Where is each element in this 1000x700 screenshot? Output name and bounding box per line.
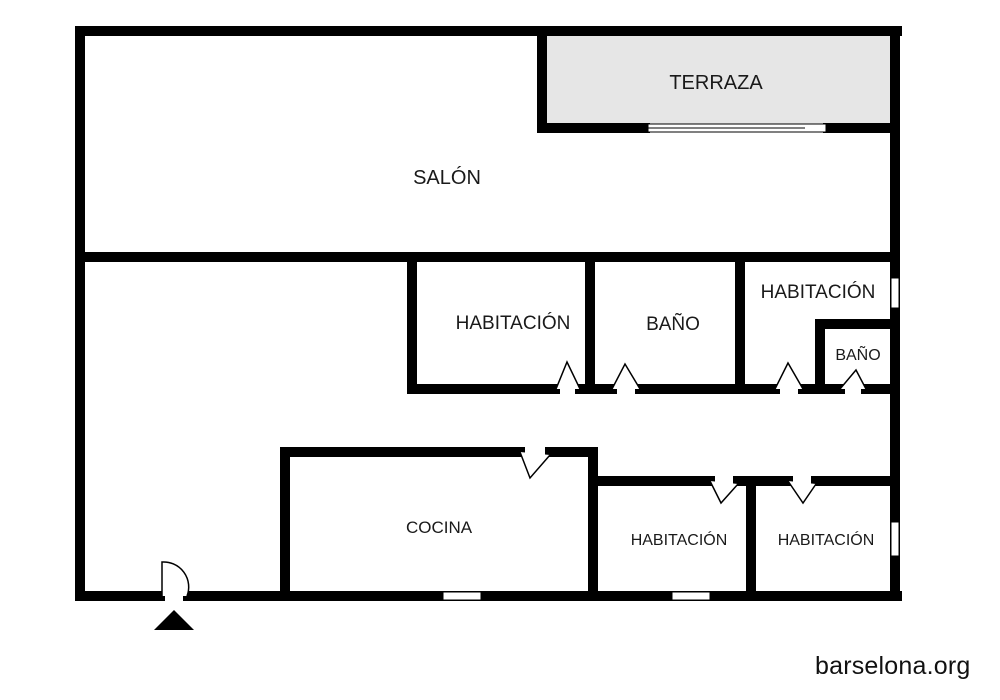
door-habitacion-4 [787,480,817,505]
door-habitacion-1 [555,360,581,390]
window-habitacion-top [890,277,900,309]
windows [442,123,900,601]
door-habitacion-3 [709,480,739,505]
label-cocina: COCINA [406,518,473,537]
entrance-arrow-icon [154,610,194,630]
door-bano-1 [611,362,641,390]
label-terraza: TERRAZA [669,72,763,94]
doors [161,360,867,597]
door-bano-2 [839,368,867,390]
label-bano-1: BAÑO [646,313,700,335]
label-habitacion-1: HABITACIÓN [456,312,571,334]
label-habitacion-4: HABITACIÓN [778,530,875,549]
door-habitacion-2 [774,361,804,390]
label-habitacion-3: HABITACIÓN [631,530,728,549]
door-entrance [161,561,190,597]
label-habitacion-2: HABITACIÓN [761,281,876,303]
window-habitacion-right [890,521,900,557]
window-cocina [442,591,482,601]
label-bano-2: BAÑO [835,344,880,364]
walls [75,26,902,601]
terrace-area [540,36,892,128]
label-salon: SALÓN [413,166,481,189]
watermark: barselona.org [815,652,971,680]
window-habitacion-bottom [671,591,711,601]
door-cocina [519,451,551,480]
